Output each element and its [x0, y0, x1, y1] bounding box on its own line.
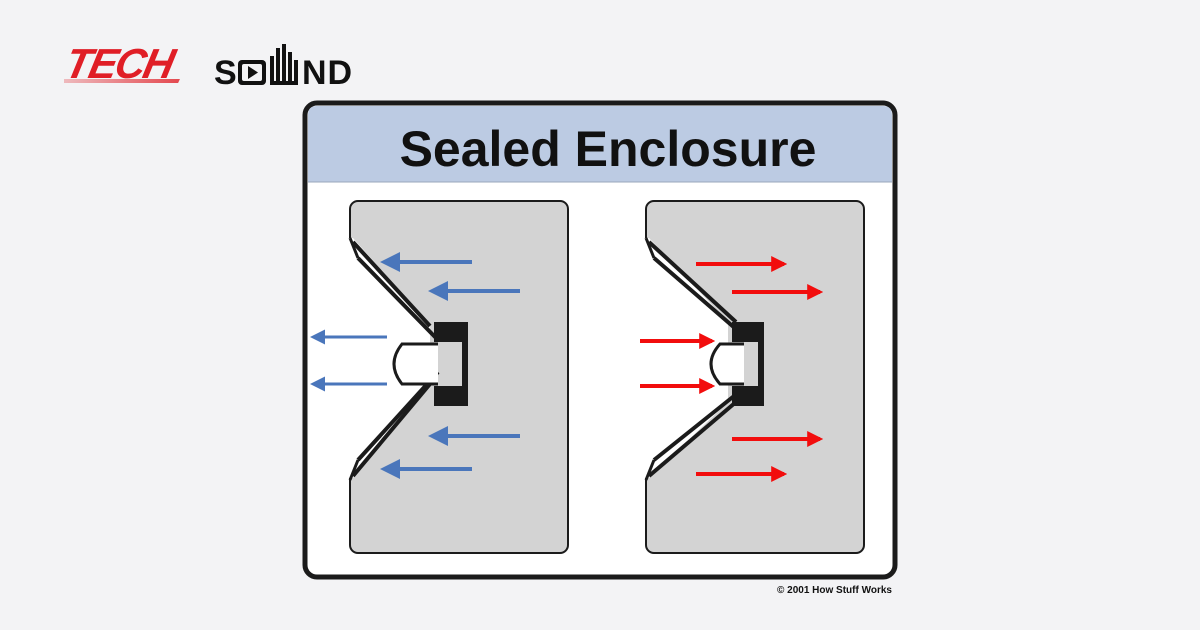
logo-swoosh: [64, 79, 180, 83]
copyright-notice: © 2001 How Stuff Works: [777, 585, 892, 596]
logo-sound-text: S: [214, 54, 238, 92]
logo-nd-text: ND: [302, 54, 353, 92]
title-band: [308, 106, 892, 182]
logo-play-o-icon: [238, 60, 266, 85]
right-enclosure: [640, 200, 865, 554]
diagram-title: Sealed Enclosure: [400, 121, 817, 177]
logo-equalizer-u-icon: [270, 44, 298, 85]
techsound-logo: TECH S ND: [64, 40, 353, 92]
left-enclosure: [310, 200, 569, 554]
logo-tech-text: TECH: [64, 40, 181, 86]
